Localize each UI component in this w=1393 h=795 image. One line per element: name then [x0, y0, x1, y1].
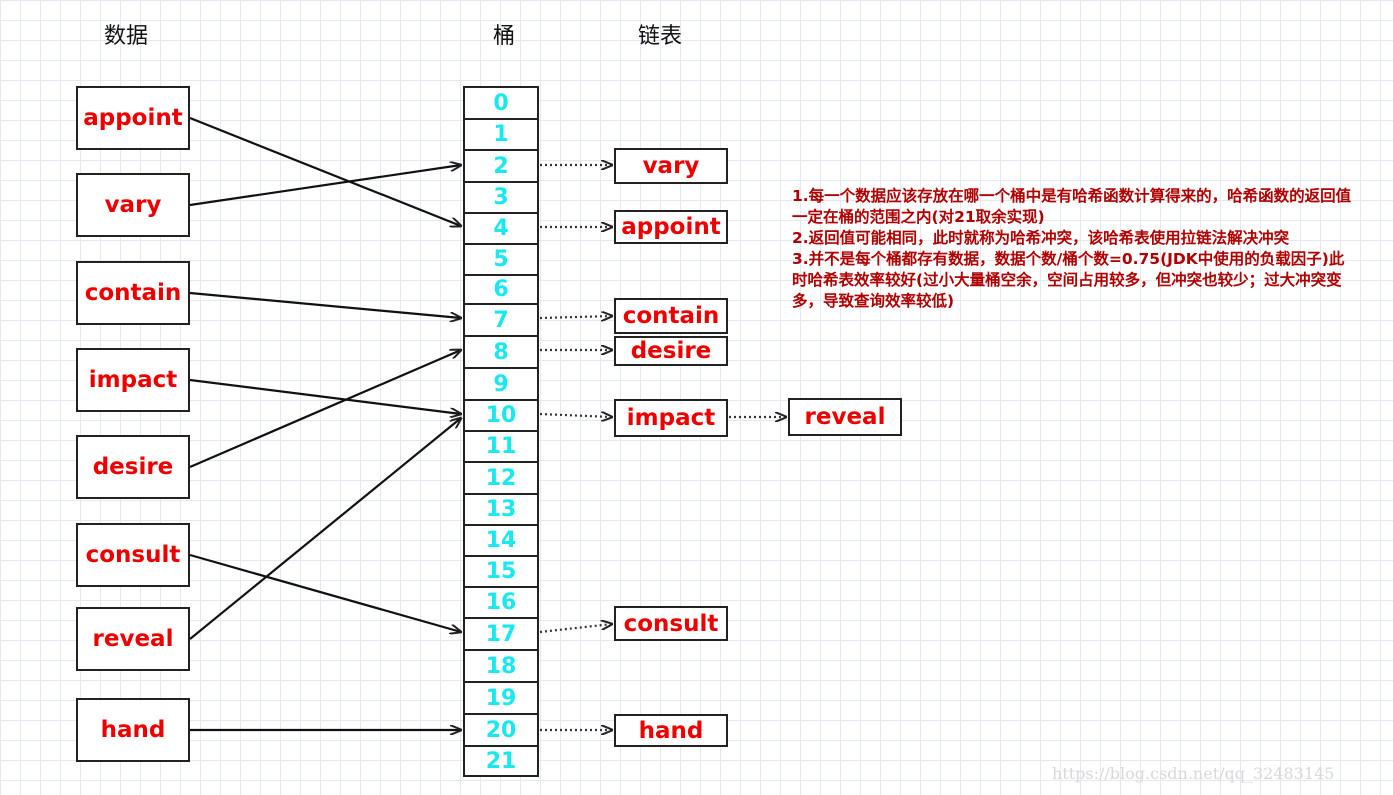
bucket-0: 0 — [463, 86, 539, 118]
list-node-desire: desire — [614, 336, 728, 366]
arrow-vary-to-bucket-2 — [189, 165, 461, 207]
bucket-5: 5 — [463, 243, 539, 274]
bucket-18: 18 — [463, 649, 539, 681]
bucket-8: 8 — [463, 335, 539, 367]
arrow-appoint-to-bucket-4 — [189, 116, 461, 226]
bucket-21: 21 — [463, 745, 539, 777]
arrow-contain-to-bucket-7 — [189, 291, 461, 318]
arrow-reveal-to-bucket-10 — [189, 418, 461, 640]
data-box-impact: impact — [76, 348, 190, 412]
data-box-desire: desire — [76, 435, 190, 499]
list-node-appoint: appoint — [614, 210, 728, 244]
list-node-reveal: reveal — [788, 398, 902, 436]
list-node-vary: vary — [614, 148, 728, 184]
bucket-11: 11 — [463, 430, 539, 461]
data-box-consult: consult — [76, 523, 190, 587]
chain-bucket-10-to-impact — [539, 414, 612, 417]
bucket-19: 19 — [463, 681, 539, 713]
chain-bucket-17-to-consult — [539, 624, 612, 634]
bucket-17: 17 — [463, 617, 539, 649]
bucket-9: 9 — [463, 367, 539, 399]
bucket-13: 13 — [463, 493, 539, 524]
bucket-3: 3 — [463, 181, 539, 212]
bucket-1: 1 — [463, 118, 539, 149]
note-3: 3.并不是每个桶都存有数据，数据个数/桶个数=0.75(JDK中使用的负载因子)… — [792, 250, 1345, 310]
bucket-7: 7 — [463, 303, 539, 335]
data-box-contain: contain — [76, 261, 190, 325]
header-bucket: 桶 — [492, 24, 515, 49]
bucket-4: 4 — [463, 212, 539, 243]
note-2: 2.返回值可能相同，此时就称为哈希冲突，该哈希表使用拉链法解决冲突 — [792, 229, 1290, 247]
notes-text: 1.每一个数据应该存放在哪一个桶中是有哈希函数计算得来的，哈希函数的返回值一定在… — [792, 186, 1352, 312]
header-data: 数据 — [103, 24, 148, 49]
list-node-impact: impact — [614, 399, 728, 437]
chain-bucket-7-to-contain — [539, 316, 612, 318]
bucket-2: 2 — [463, 149, 539, 181]
data-box-appoint: appoint — [76, 86, 190, 150]
bucket-10: 10 — [463, 399, 539, 430]
data-box-hand: hand — [76, 698, 190, 762]
header-list: 链表 — [637, 24, 682, 49]
list-node-contain: contain — [614, 298, 728, 334]
list-node-consult: consult — [614, 606, 728, 641]
bucket-16: 16 — [463, 586, 539, 617]
data-box-vary: vary — [76, 173, 190, 237]
arrow-desire-to-bucket-8 — [189, 350, 461, 469]
bucket-15: 15 — [463, 555, 539, 586]
bucket-14: 14 — [463, 524, 539, 555]
list-node-hand: hand — [614, 714, 728, 747]
bucket-20: 20 — [463, 713, 539, 745]
arrow-consult-to-bucket-17 — [189, 553, 461, 632]
note-1: 1.每一个数据应该存放在哪一个桶中是有哈希函数计算得来的，哈希函数的返回值一定在… — [792, 187, 1352, 226]
bucket-6: 6 — [463, 274, 539, 303]
bucket-12: 12 — [463, 461, 539, 493]
watermark: https://blog.csdn.net/qq_32483145 — [1052, 764, 1335, 783]
data-box-reveal: reveal — [76, 607, 190, 671]
arrow-impact-to-bucket-10 — [189, 378, 461, 414]
